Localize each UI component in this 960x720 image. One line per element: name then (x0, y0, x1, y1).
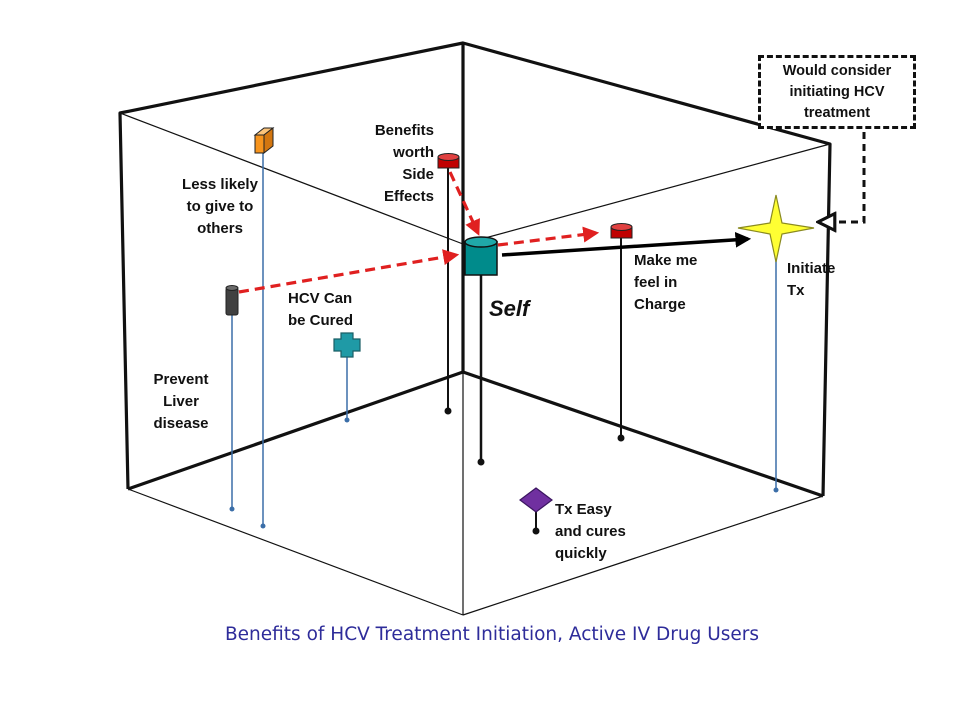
influence-arrows (238, 171, 600, 294)
marker-initiate (737, 194, 815, 493)
marker-benefits-worth (437, 153, 460, 415)
label-hcv-cured: HCV Can be Cured (288, 290, 354, 329)
marker-self (464, 236, 498, 466)
label-tx-easy: Tx Easy and cures quickly (555, 501, 626, 562)
marker-tx-easy (519, 487, 553, 535)
callout-text: Would consider initiating HCV treatment (782, 62, 892, 121)
self-to-initiate-arrow (501, 231, 752, 257)
marker-make-me (610, 223, 633, 442)
marker-prevent-liver (225, 285, 239, 512)
label-initiate: Initiate Tx (787, 260, 836, 299)
marker-less-likely (253, 126, 275, 529)
label-self: Self (489, 296, 530, 321)
callout-box: Would consider initiating HCV treatment (758, 55, 916, 129)
cube-thick-edges (118, 41, 832, 498)
callout-connector (818, 132, 866, 222)
marker-hcv-cured (333, 332, 361, 423)
label-prevent-liver: Prevent Liver disease (153, 371, 209, 432)
label-make-me: Make me feel in Charge (634, 252, 698, 313)
figure-caption: Benefits of HCV Treatment Initiation, Ac… (224, 624, 760, 645)
label-benefits-worth: Benefits worth Side Effects (374, 122, 434, 205)
label-less-likely: Less likely to give to others (182, 176, 258, 237)
